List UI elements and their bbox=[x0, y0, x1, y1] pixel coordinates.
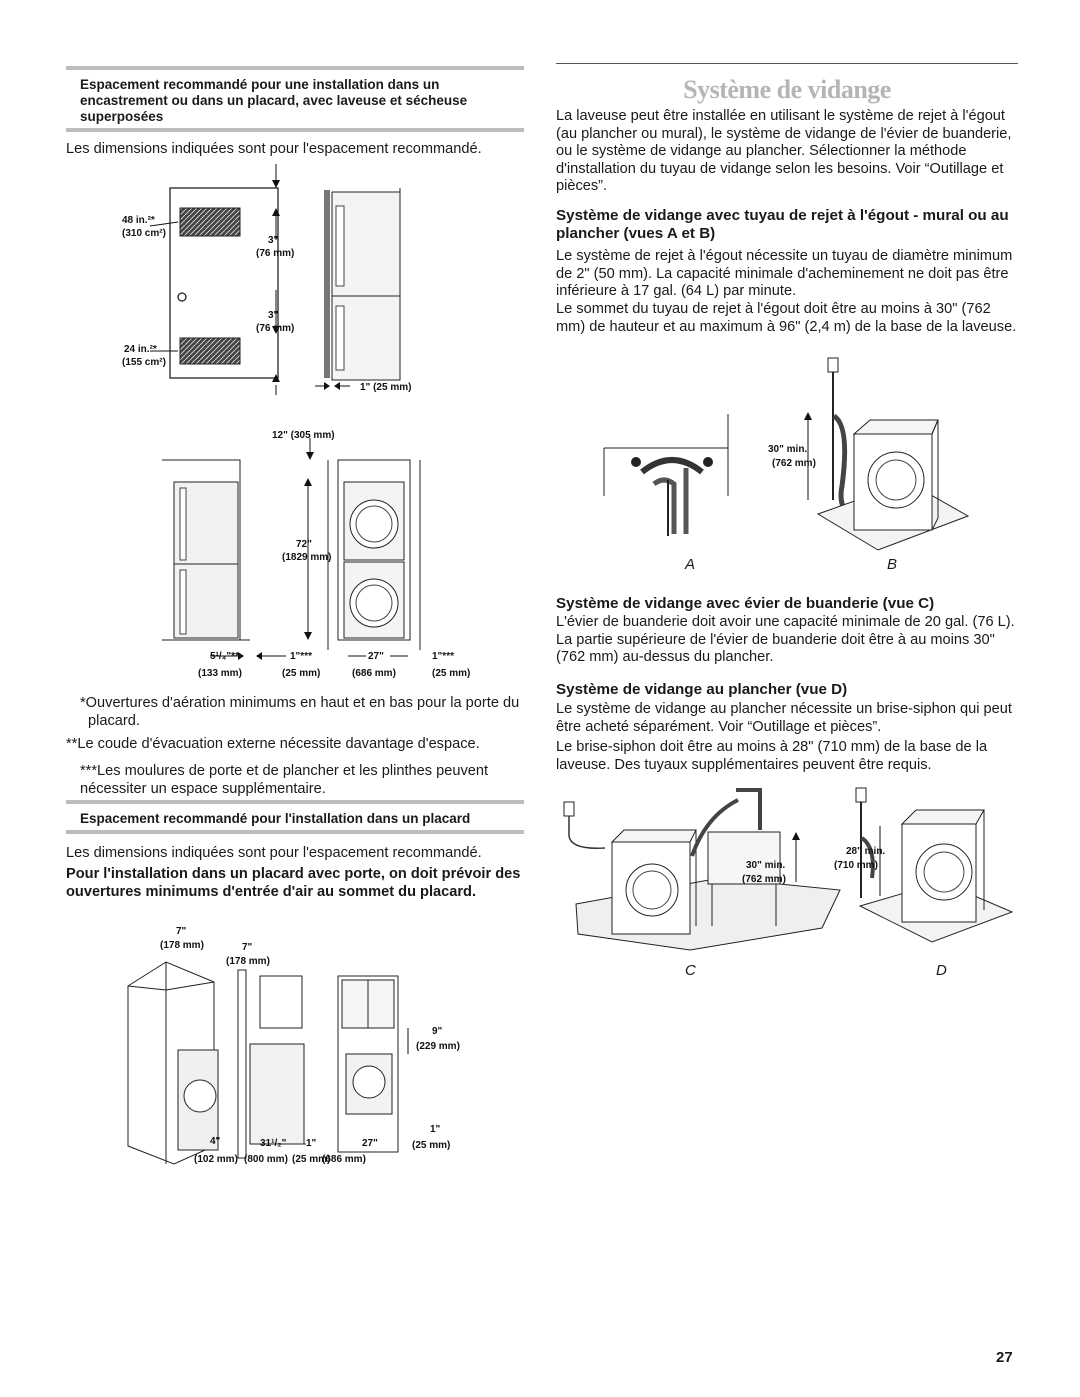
c-dim: 30" min. bbox=[746, 860, 785, 871]
c-dim-mm: (762 mm) bbox=[742, 874, 786, 885]
page-number: 27 bbox=[996, 1349, 1013, 1366]
drain-views-ab-figure: 30" min. (762 mm) bbox=[603, 357, 970, 551]
fig3-f: 1" bbox=[306, 1138, 317, 1149]
dim-d4-mm: (25 mm) bbox=[432, 668, 470, 679]
intro-text: Les dimensions indiquées sont pour l'esp… bbox=[66, 141, 482, 157]
view-a-label: A bbox=[685, 556, 696, 573]
dim-d1-mm: (133 mm) bbox=[198, 668, 242, 679]
fig3-c-mm: (229 mm) bbox=[416, 1041, 460, 1052]
view-b-label: B bbox=[887, 556, 898, 573]
gap-bottom-label: 3" bbox=[268, 310, 279, 321]
vent-top-cm: (310 cm²) bbox=[122, 228, 166, 239]
heading-view-c: Système de vidange avec évier de buander… bbox=[556, 595, 935, 612]
view-d-text-1: Le système de vidange au plancher nécess… bbox=[556, 701, 1012, 735]
heading-views-ab: Système de vidange avec tuyau de rejet à… bbox=[556, 207, 1009, 242]
dim-d3: 27" bbox=[368, 651, 384, 662]
views-ab-text-1: Le système de rejet à l'égout nécessite … bbox=[556, 248, 1013, 299]
fig3-d-mm: (102 mm) bbox=[194, 1154, 238, 1165]
fig3-a: 7" bbox=[176, 926, 187, 937]
section-rule-bottom-2 bbox=[66, 830, 524, 834]
heading-view-d: Système de vidange au plancher (vue D) bbox=[556, 681, 848, 698]
ab-dim-mm: (762 mm) bbox=[772, 458, 816, 469]
views-ab-text-2: Le sommet du tuyau de rejet à l'égout do… bbox=[556, 301, 1017, 335]
top-clearance-label: 12" (305 mm) bbox=[272, 430, 335, 441]
footnote-1: *Ouvertures d'aération minimums en haut … bbox=[80, 695, 520, 729]
gap-top-label: 3" bbox=[268, 235, 279, 246]
dim-d1: 5¹/₄"** bbox=[210, 651, 239, 662]
title-rule bbox=[556, 63, 1018, 64]
section-rule-top-2 bbox=[66, 800, 524, 804]
page-title: Système de vidange bbox=[683, 75, 891, 104]
dim-d3-mm: (686 mm) bbox=[352, 668, 396, 679]
dim-d2-mm: (25 mm) bbox=[282, 668, 320, 679]
fig3-d: 4" bbox=[210, 1136, 221, 1147]
fig3-e: 31¹/₂" bbox=[260, 1138, 287, 1149]
side-gap-label: 1" (25 mm) bbox=[360, 382, 411, 393]
fig3-h-mm: (25 mm) bbox=[412, 1140, 450, 1151]
fig3-g-mm: (686 mm) bbox=[322, 1154, 366, 1165]
fig3-b: 7" bbox=[242, 942, 253, 953]
fig3-f-mm: (25 mm) bbox=[292, 1154, 330, 1165]
section-rule-bottom bbox=[66, 128, 524, 132]
height-mm: (1829 mm) bbox=[282, 552, 331, 563]
section-rule-top bbox=[66, 66, 524, 70]
view-c-label: C bbox=[685, 962, 696, 979]
section-header-closet: Espacement recommandé pour l'installatio… bbox=[80, 811, 471, 826]
gap-bottom-mm: (76 mm) bbox=[256, 323, 294, 334]
closet-install-figure: 7" (178 mm) 7" (178 mm) 9" (229 mm) 4" (… bbox=[127, 926, 460, 1165]
drain-intro: La laveuse peut être installée en utilis… bbox=[556, 108, 1012, 194]
view-c-text: L'évier de buanderie doit avoir une capa… bbox=[556, 614, 1015, 665]
ab-dim: 30" min. bbox=[768, 444, 807, 455]
closet-requirement: Pour l'installation dans un placard avec… bbox=[66, 866, 521, 900]
vent-top-label: 48 in.²* bbox=[122, 215, 155, 226]
fig3-g: 27" bbox=[362, 1138, 378, 1149]
vent-bottom-cm: (155 cm²) bbox=[122, 357, 166, 368]
dim-d4: 1"*** bbox=[432, 651, 454, 662]
d-dim-mm: (710 mm) bbox=[834, 860, 878, 871]
view-d-label: D bbox=[936, 962, 947, 979]
view-d-text-2: Le brise-siphon doit être au moins à 28"… bbox=[556, 739, 988, 773]
section-header-stacked: Espacement recommandé pour une installat… bbox=[80, 77, 468, 124]
d-dim: 28" min. bbox=[846, 846, 885, 857]
fig3-h: 1" bbox=[430, 1124, 441, 1135]
footnote-3: ***Les moulures de porte et de plancher … bbox=[80, 763, 489, 797]
gap-top-mm: (76 mm) bbox=[256, 248, 294, 259]
height-label: 72" bbox=[296, 539, 312, 550]
fig3-e-mm: (800 mm) bbox=[244, 1154, 288, 1165]
footnote-2: **Le coude d'évacuation externe nécessit… bbox=[66, 736, 480, 752]
closet-door-figure: 48 in.²* (310 cm²) 24 in.²* (155 cm²) 3"… bbox=[122, 164, 411, 395]
drain-views-cd-figure: 30" min. (762 mm) 28" min. (710 mm) bbox=[563, 787, 1014, 951]
dim-d2: 1"*** bbox=[290, 651, 312, 662]
fig3-b-mm: (178 mm) bbox=[226, 956, 270, 967]
fig3-a-mm: (178 mm) bbox=[160, 940, 204, 951]
vent-bottom-label: 24 in.²* bbox=[124, 344, 157, 355]
fig3-c: 9" bbox=[432, 1026, 443, 1037]
stacked-unit-figure: 12" (305 mm) 72" (1829 mm) 5¹/₄"** (133 … bbox=[162, 430, 470, 679]
intro-text-2: Les dimensions indiquées sont pour l'esp… bbox=[66, 845, 482, 861]
